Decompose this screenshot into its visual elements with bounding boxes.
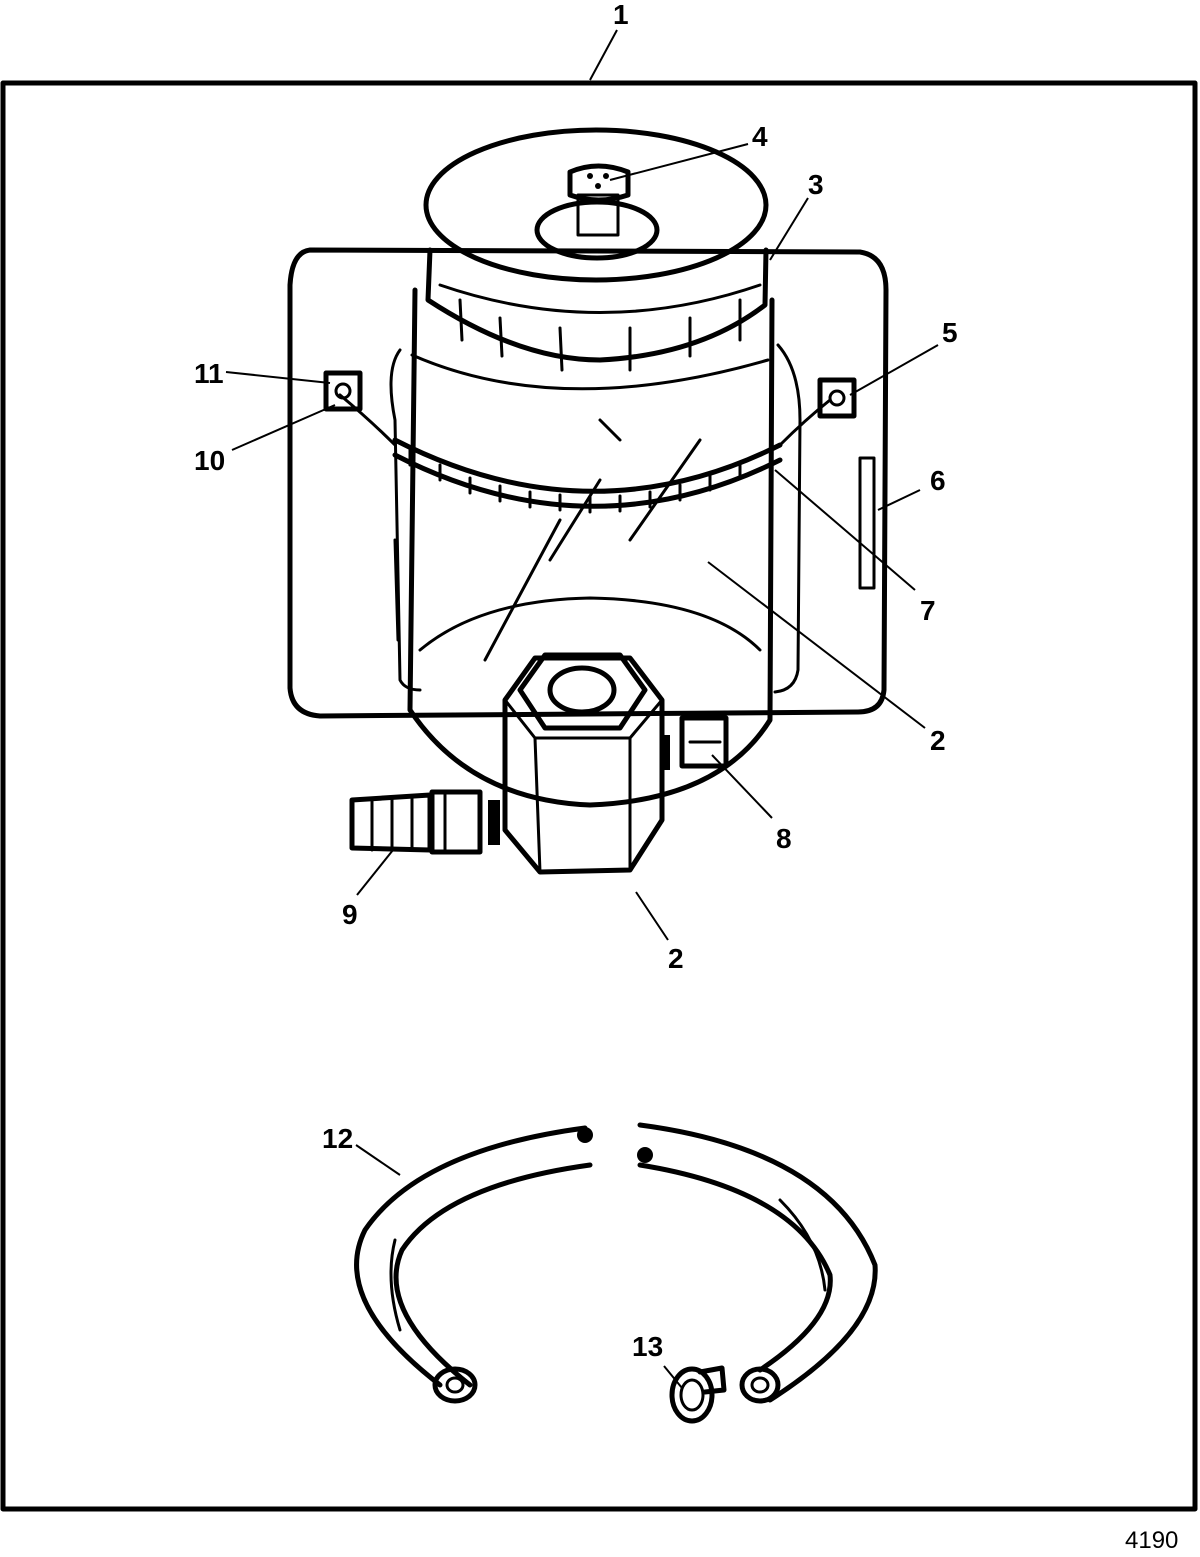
side-fitting: [662, 715, 729, 770]
mounting-bracket: [287, 247, 889, 719]
diagram-frame: [0, 80, 1198, 1512]
callout-5: 5: [942, 317, 958, 348]
callout-13: 13: [632, 1331, 663, 1362]
callout-2-fitting: 2: [668, 943, 684, 974]
callout-10: 10: [194, 445, 225, 476]
bottom-fitting: [502, 652, 665, 875]
callout-9: 9: [342, 899, 358, 930]
callout-7: 7: [920, 595, 936, 626]
hose-clamp: [669, 1365, 727, 1424]
reservoir-tank: [389, 287, 802, 808]
callout-8: 8: [776, 823, 792, 854]
callout-2-tank: 2: [930, 725, 946, 756]
callout-4: 4: [752, 121, 768, 152]
figure-number: 4190: [1125, 1527, 1178, 1554]
callout-11: 11: [194, 358, 224, 389]
leader-lines: [225, 29, 939, 1389]
tank-strap: [338, 393, 832, 514]
reservoir-cap: [423, 127, 769, 372]
callout-3: 3: [808, 169, 824, 200]
callout-12: 12: [322, 1123, 353, 1154]
vent-breather: [534, 163, 660, 261]
strap-screw-left: [323, 370, 363, 412]
hose: [354, 1122, 878, 1404]
hose-barb: [349, 789, 500, 855]
callout-1: 1: [613, 0, 629, 30]
strap-screw-right: [817, 377, 857, 419]
callout-6: 6: [930, 465, 946, 496]
